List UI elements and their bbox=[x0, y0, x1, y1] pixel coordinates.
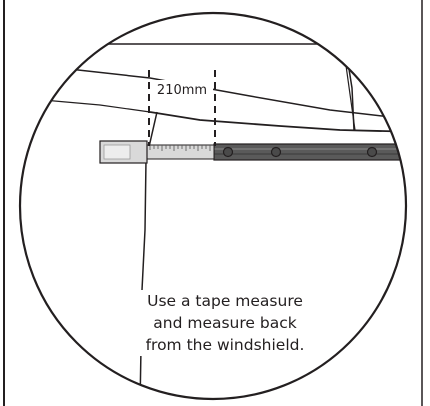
rail-bolt-icon bbox=[222, 146, 234, 158]
roof-outline bbox=[100, 43, 355, 131]
magnified-view: 210mm bbox=[20, 43, 406, 399]
windshield-top-line bbox=[20, 97, 151, 113]
tape-housing-window bbox=[103, 144, 131, 160]
measurement-label: 210mm bbox=[157, 83, 207, 98]
instruction-caption: Use a tape measure and measure back from… bbox=[120, 290, 330, 356]
measure-label-bg bbox=[151, 80, 213, 98]
magnifier-circle bbox=[18, 11, 408, 401]
rail-bolt-icon bbox=[366, 146, 378, 158]
roof-rail bbox=[213, 143, 406, 161]
caption-line: Use a tape measure bbox=[147, 292, 303, 310]
door-edge-line bbox=[342, 43, 356, 131]
caption-line: and measure back bbox=[153, 314, 297, 332]
tape-ticks bbox=[149, 145, 211, 151]
rear-edge-line bbox=[394, 101, 399, 133]
roof-curve-line bbox=[149, 111, 406, 133]
tape-blade bbox=[145, 144, 215, 160]
caption-line: from the windshield. bbox=[145, 336, 305, 354]
rail-bolt-icon bbox=[270, 146, 282, 158]
